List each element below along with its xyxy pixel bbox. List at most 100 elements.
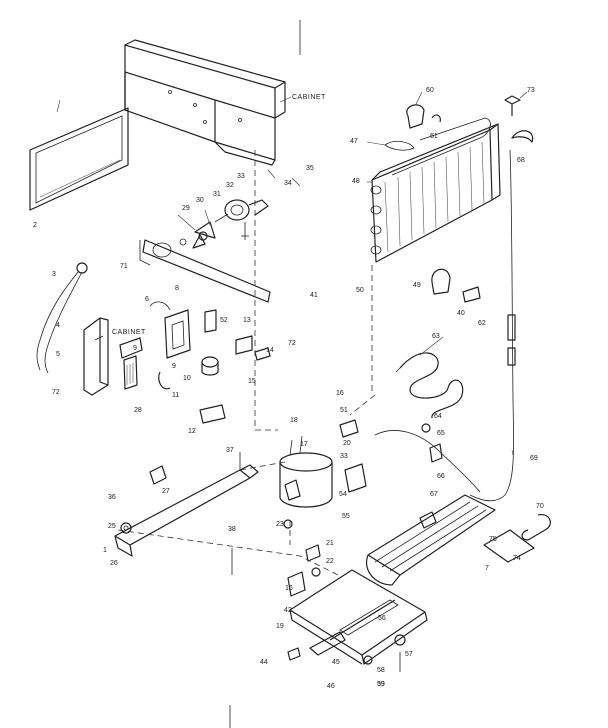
part-label-p44: 44 bbox=[260, 659, 268, 666]
assembly-lines bbox=[117, 150, 376, 577]
base-rail-part-1 bbox=[114, 464, 259, 557]
relay-part-10 bbox=[201, 356, 219, 376]
control-part-28 bbox=[119, 337, 143, 390]
cord-part-3 bbox=[36, 262, 88, 374]
bracket-part-71 bbox=[139, 239, 271, 303]
part-label-p64: 64 bbox=[434, 413, 442, 420]
part-label-p10: 10 bbox=[183, 375, 191, 382]
part-label-p25: 25 bbox=[108, 523, 116, 530]
hook-part-70 bbox=[521, 513, 551, 541]
part-73 bbox=[504, 95, 521, 116]
part-64 bbox=[421, 423, 431, 433]
part-label-p47: 47 bbox=[350, 138, 358, 145]
part-6 bbox=[149, 301, 171, 311]
part-21 bbox=[305, 544, 321, 562]
part-label-p68: 68 bbox=[517, 157, 525, 164]
part-label-p72b: 72 bbox=[52, 389, 60, 396]
part-label-p67: 67 bbox=[430, 491, 438, 498]
part-label-p4: 4 bbox=[56, 322, 60, 329]
clip-part-61 bbox=[431, 114, 441, 123]
part-label-p40: 40 bbox=[457, 310, 465, 317]
part-label-p14: 14 bbox=[266, 347, 274, 354]
clip-part-68 bbox=[511, 130, 534, 143]
part-label-p34: 34 bbox=[284, 180, 292, 187]
part-label-p17: 17 bbox=[300, 441, 308, 448]
part-52 bbox=[204, 309, 217, 333]
part-label-p30: 30 bbox=[196, 197, 204, 204]
leaders bbox=[56, 91, 528, 456]
part-label-p41: 41 bbox=[310, 292, 318, 299]
part-label-p51: 51 bbox=[340, 407, 348, 414]
evaporator-part-48 bbox=[370, 117, 501, 263]
part-62 bbox=[507, 314, 516, 341]
part-54 bbox=[344, 463, 367, 493]
part-40 bbox=[462, 286, 481, 303]
part-label-p22: 22 bbox=[326, 558, 334, 565]
part-label-p38: 38 bbox=[228, 526, 236, 533]
part-label-p6: 6 bbox=[145, 296, 149, 303]
clip-part-60 bbox=[406, 104, 425, 129]
part-label-p35: 35 bbox=[306, 165, 314, 172]
part-label-p20: 20 bbox=[343, 440, 351, 447]
part-label-p16: 16 bbox=[336, 390, 344, 397]
part-label-p12: 12 bbox=[188, 428, 196, 435]
base-plate bbox=[289, 569, 428, 665]
part-label-p5: 5 bbox=[56, 351, 60, 358]
bracket-part-7 bbox=[483, 529, 535, 563]
part-label-p58: 58 bbox=[377, 667, 385, 674]
part-22 bbox=[311, 567, 321, 577]
part-label-p54: 54 bbox=[339, 491, 347, 498]
capillary-tube-part-69 bbox=[469, 149, 515, 502]
part-label-p55: 55 bbox=[342, 513, 350, 520]
part-23 bbox=[283, 519, 293, 529]
part-label-p15: 15 bbox=[248, 378, 256, 385]
part-label-p21: 21 bbox=[326, 540, 334, 547]
panel-part-2 bbox=[29, 107, 129, 211]
tube-line bbox=[374, 430, 481, 493]
part-18 bbox=[287, 571, 306, 597]
part-16 bbox=[339, 419, 359, 438]
part-label-p27: 27 bbox=[162, 488, 170, 495]
condenser-part-67 bbox=[366, 494, 496, 586]
part-label-p65: 65 bbox=[437, 430, 445, 437]
part-label-p57: 57 bbox=[405, 651, 413, 658]
part-label-p61: 61 bbox=[430, 133, 438, 140]
part-label-p32: 32 bbox=[226, 182, 234, 189]
clip-part-11 bbox=[158, 371, 171, 390]
part-label-p9: 9 bbox=[172, 363, 176, 370]
part-label-p48: 48 bbox=[352, 178, 360, 185]
part-label-p62: 62 bbox=[478, 320, 486, 327]
part-label-p13: 13 bbox=[243, 317, 251, 324]
part-label-p37: 37 bbox=[226, 447, 234, 454]
compressor-part-17 bbox=[279, 435, 333, 508]
grommet-part-36 bbox=[120, 522, 132, 534]
cabinet-tray bbox=[124, 39, 286, 166]
part-label-p29: 29 bbox=[182, 205, 190, 212]
part-label-p71: 71 bbox=[120, 263, 128, 270]
bracket-part-9 bbox=[164, 309, 191, 359]
part-label-p18: 18 bbox=[290, 417, 298, 424]
part-14 bbox=[254, 347, 271, 361]
part-label-p70: 70 bbox=[536, 503, 544, 510]
part-label-p19: 19 bbox=[276, 623, 284, 630]
fan-motor-assembly bbox=[179, 199, 269, 249]
part-label-p63: 63 bbox=[432, 333, 440, 340]
clamp-part-49 bbox=[431, 268, 451, 295]
part-label-p16b: 16 bbox=[285, 585, 293, 592]
part-27 bbox=[149, 465, 167, 485]
part-label-p60: 60 bbox=[426, 87, 434, 94]
part-label-p26: 26 bbox=[110, 560, 118, 567]
coil-part-63 bbox=[395, 352, 464, 419]
part-label-p69: 69 bbox=[530, 455, 538, 462]
part-label-p46: 46 bbox=[327, 683, 335, 690]
part-label-p73: 73 bbox=[527, 87, 535, 94]
switch-part-13 bbox=[235, 335, 253, 355]
part-58 bbox=[363, 655, 373, 665]
part-label-p50: 50 bbox=[356, 287, 364, 294]
part-57 bbox=[394, 634, 406, 646]
part-label-p33: 33 bbox=[237, 173, 245, 180]
part-label-p52: 52 bbox=[220, 317, 228, 324]
part-label-p45: 45 bbox=[332, 659, 340, 666]
part-label-p49: 49 bbox=[413, 282, 421, 289]
part-label-p7: 7 bbox=[485, 565, 489, 572]
